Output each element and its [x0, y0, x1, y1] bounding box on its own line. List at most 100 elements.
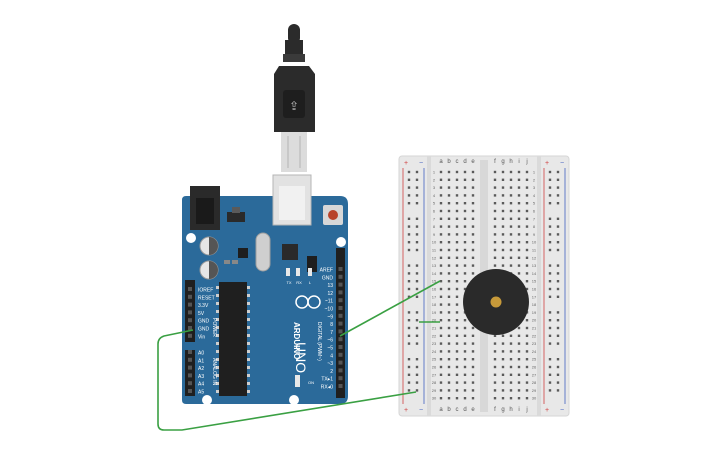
- breadboard-hole[interactable]: [525, 170, 529, 174]
- breadboard-hole[interactable]: [517, 272, 521, 275]
- breadboard-hole[interactable]: [439, 217, 443, 220]
- header-pin[interactable]: [188, 294, 192, 299]
- header-pin[interactable]: [188, 350, 192, 354]
- breadboard-hole[interactable]: [509, 264, 513, 267]
- rail-hole[interactable]: [548, 311, 552, 314]
- header-pin[interactable]: [188, 373, 192, 378]
- rail-hole[interactable]: [548, 280, 552, 283]
- breadboard-hole[interactable]: [471, 373, 475, 376]
- rail-hole[interactable]: [415, 217, 419, 220]
- piezo-buzzer-icon[interactable]: [463, 269, 529, 335]
- breadboard-hole[interactable]: [471, 241, 475, 244]
- breadboard-hole[interactable]: [463, 248, 467, 252]
- breadboard-hole[interactable]: [439, 311, 443, 314]
- breadboard-hole[interactable]: [455, 334, 459, 337]
- header-pin[interactable]: [338, 384, 343, 388]
- breadboard-hole[interactable]: [501, 248, 505, 252]
- breadboard-hole[interactable]: [439, 319, 443, 322]
- breadboard-hole[interactable]: [471, 186, 475, 189]
- breadboard-hole[interactable]: [463, 365, 467, 369]
- breadboard-hole[interactable]: [517, 326, 521, 330]
- rail-hole[interactable]: [556, 170, 560, 174]
- breadboard-hole[interactable]: [455, 202, 459, 205]
- breadboard-hole[interactable]: [517, 365, 521, 369]
- breadboard-hole[interactable]: [439, 287, 443, 291]
- header-pin[interactable]: [188, 310, 192, 315]
- header-pin[interactable]: [188, 302, 192, 307]
- rail-hole[interactable]: [407, 233, 411, 236]
- analog-header[interactable]: [185, 350, 195, 396]
- breadboard-hole[interactable]: [447, 217, 451, 220]
- breadboard-hole[interactable]: [439, 209, 443, 213]
- rail-hole[interactable]: [407, 264, 411, 267]
- rail-hole[interactable]: [556, 194, 560, 197]
- breadboard-hole[interactable]: [439, 272, 443, 275]
- breadboard-hole[interactable]: [439, 186, 443, 189]
- header-pin[interactable]: [188, 381, 192, 386]
- wire-pin7-to-breadboard[interactable]: [339, 280, 441, 337]
- breadboard-hole[interactable]: [455, 170, 459, 174]
- breadboard-hole[interactable]: [447, 311, 451, 314]
- breadboard-hole[interactable]: [517, 202, 521, 205]
- breadboard-hole[interactable]: [455, 287, 459, 291]
- breadboard-hole[interactable]: [501, 365, 505, 369]
- rail-hole[interactable]: [407, 280, 411, 283]
- rail-hole[interactable]: [548, 342, 552, 345]
- breadboard-hole[interactable]: [509, 233, 513, 236]
- breadboard-hole[interactable]: [493, 373, 497, 376]
- rail-hole[interactable]: [548, 295, 552, 298]
- breadboard-hole[interactable]: [525, 264, 529, 267]
- breadboard-hole[interactable]: [493, 170, 497, 174]
- breadboard-hole[interactable]: [501, 350, 505, 353]
- breadboard-hole[interactable]: [509, 209, 513, 213]
- rail-hole[interactable]: [407, 241, 411, 244]
- breadboard-hole[interactable]: [463, 256, 467, 259]
- breadboard-hole[interactable]: [463, 381, 467, 384]
- breadboard-hole[interactable]: [471, 389, 475, 392]
- header-pin[interactable]: [338, 360, 343, 365]
- breadboard-hole[interactable]: [525, 241, 529, 244]
- rail-hole[interactable]: [548, 264, 552, 267]
- rail-hole[interactable]: [407, 170, 411, 174]
- breadboard-hole[interactable]: [455, 295, 459, 298]
- breadboard-hole[interactable]: [493, 248, 497, 252]
- breadboard-hole[interactable]: [447, 186, 451, 189]
- breadboard-hole[interactable]: [447, 248, 451, 252]
- rail-hole[interactable]: [407, 319, 411, 322]
- breadboard-hole[interactable]: [455, 186, 459, 189]
- breadboard-hole[interactable]: [525, 178, 529, 181]
- rail-hole[interactable]: [556, 241, 560, 244]
- rail-hole[interactable]: [556, 365, 560, 369]
- breadboard-hole[interactable]: [463, 264, 467, 267]
- breadboard-hole[interactable]: [493, 178, 497, 181]
- breadboard-hole[interactable]: [463, 202, 467, 205]
- breadboard-hole[interactable]: [463, 217, 467, 220]
- breadboard-hole[interactable]: [471, 233, 475, 236]
- breadboard-hole[interactable]: [447, 241, 451, 244]
- rail-hole[interactable]: [415, 241, 419, 244]
- breadboard-hole[interactable]: [455, 233, 459, 236]
- breadboard-hole[interactable]: [471, 178, 475, 181]
- breadboard-hole[interactable]: [455, 319, 459, 322]
- breadboard-hole[interactable]: [447, 178, 451, 181]
- breadboard-hole[interactable]: [471, 170, 475, 174]
- breadboard-hole[interactable]: [439, 389, 443, 392]
- header-pin[interactable]: [338, 337, 343, 342]
- breadboard-hole[interactable]: [455, 389, 459, 392]
- breadboard-hole[interactable]: [463, 350, 467, 353]
- breadboard-hole[interactable]: [463, 373, 467, 376]
- header-pin[interactable]: [338, 267, 343, 271]
- breadboard-hole[interactable]: [501, 397, 505, 400]
- breadboard-hole[interactable]: [493, 381, 497, 384]
- breadboard-hole[interactable]: [509, 170, 513, 174]
- rail-hole[interactable]: [556, 342, 560, 345]
- breadboard-hole[interactable]: [509, 248, 513, 252]
- breadboard-hole[interactable]: [525, 248, 529, 252]
- breadboard-hole[interactable]: [509, 350, 513, 353]
- header-pin[interactable]: [188, 365, 192, 370]
- rail-hole[interactable]: [556, 217, 560, 220]
- header-pin[interactable]: [338, 376, 343, 381]
- breadboard-hole[interactable]: [501, 209, 505, 213]
- breadboard-hole[interactable]: [471, 209, 475, 213]
- breadboard-hole[interactable]: [525, 209, 529, 213]
